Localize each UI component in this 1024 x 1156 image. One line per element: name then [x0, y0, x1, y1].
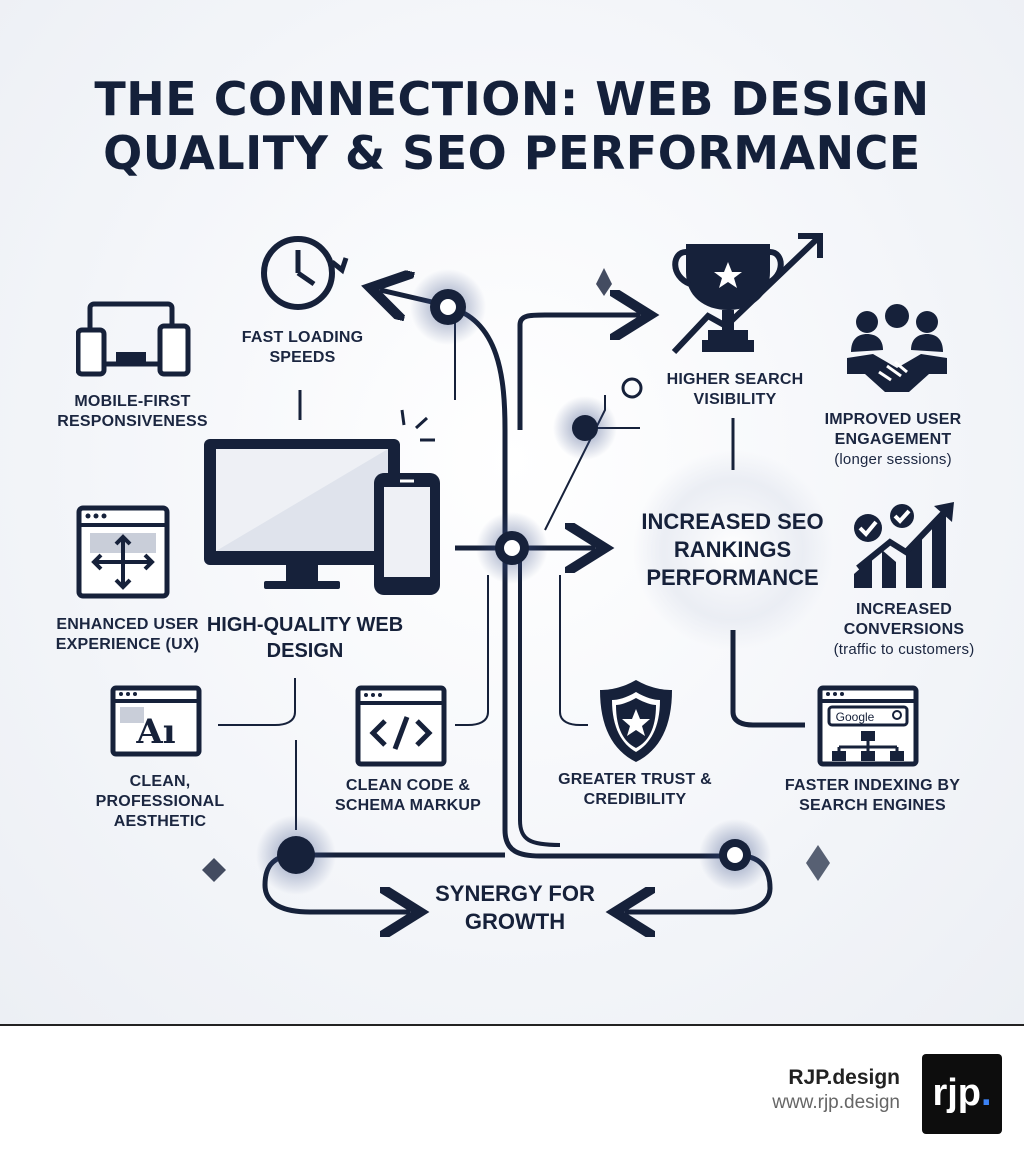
title-line-1: THE CONNECTION: WEB DESIGN: [94, 72, 930, 126]
logo-dot: .: [981, 1072, 992, 1114]
clock-icon: [261, 236, 349, 310]
growth-chart-icon: [854, 502, 954, 588]
node-bottom-left: [277, 836, 315, 874]
handshake-icon: [847, 304, 947, 392]
search-sitemap-icon: Google: [817, 685, 919, 767]
search-box-text: Google: [836, 710, 875, 724]
node-bottom-right-inner: [727, 847, 743, 863]
code-icon: [355, 685, 447, 767]
shield-icon: [600, 680, 672, 762]
rjp-logo: rjp.: [922, 1054, 1002, 1134]
mobile-first-label: MOBILE-FIRST RESPONSIVENESS: [57, 393, 208, 430]
title-line-2: QUALITY & SEO PERFORMANCE: [103, 126, 921, 180]
improved-engagement-title: IMPROVED USER ENGAGEMENT: [824, 411, 962, 448]
sparkle-diamond-left: [202, 858, 226, 882]
node-top-center: [438, 297, 458, 317]
increased-conversions-note: (traffic to customers): [833, 641, 975, 658]
increased-conversions-title: INCREASED CONVERSIONS: [843, 601, 965, 638]
brand-name[interactable]: RJP.design: [788, 1066, 900, 1089]
branch-right-line: [518, 560, 561, 847]
high-quality-label: HIGH-QUALITY WEB DESIGN: [206, 614, 404, 662]
brand-url[interactable]: www.rjp.design: [772, 1092, 900, 1113]
devices-icon: [76, 301, 191, 377]
improved-engagement-label: IMPROVED USER ENGAGEMENT (longer session…: [808, 410, 978, 470]
aesthetic-connector: [218, 678, 296, 726]
typography-glyph: Aı: [135, 712, 175, 752]
footer: RJP.design www.rjp.design rjp.: [0, 1024, 1024, 1156]
ux-window-icon: [76, 505, 170, 599]
logo-text: rjp: [932, 1072, 981, 1114]
spark-tick-1: [400, 409, 406, 426]
node-mid: [572, 415, 598, 441]
infographic-canvas: THE CONNECTION: WEB DESIGN QUALITY & SEO…: [0, 0, 1024, 1024]
increased-rankings-label: INCREASED SEO RANKINGS PERFORMANCE: [641, 509, 824, 590]
sparkle-diamond-top: [596, 268, 612, 296]
clean-aesthetic-label: CLEAN, PROFESSIONAL AESTHETIC: [95, 773, 225, 830]
synergy-label: SYNERGY FOR GROWTH: [435, 881, 595, 934]
branch-visibility-line: [517, 315, 640, 430]
trust-connector: [559, 575, 588, 726]
monitor-phone-icon: [204, 439, 440, 595]
small-ring: [621, 377, 643, 399]
rankings-glow: [633, 450, 833, 650]
fast-loading-label: FAST LOADING SPEEDS: [241, 329, 364, 366]
flow-connectors: [202, 0, 833, 1024]
indexing-connector: [730, 630, 805, 728]
improved-engagement-note: (longer sessions): [834, 451, 952, 468]
higher-visibility-label: HIGHER SEARCH VISIBILITY: [666, 371, 804, 408]
sparkle-diamond-right: [806, 845, 830, 881]
increased-conversions-label: INCREASED CONVERSIONS (traffic to custom…: [805, 600, 1003, 660]
spark-tick-2: [414, 416, 429, 430]
greater-trust-label: GREATER TRUST & CREDIBILITY: [558, 771, 712, 808]
typography-icon: Aı: [110, 685, 202, 757]
clean-code-label: CLEAN CODE & SCHEMA MARKUP: [334, 777, 481, 814]
enhanced-ux-label: ENHANCED USER EXPERIENCE (UX): [55, 616, 200, 653]
node-center-inner: [504, 540, 520, 556]
code-connector: [455, 575, 489, 726]
trophy-icon: [671, 233, 823, 355]
faster-indexing-label: FASTER INDEXING BY SEARCH ENGINES: [784, 777, 961, 814]
